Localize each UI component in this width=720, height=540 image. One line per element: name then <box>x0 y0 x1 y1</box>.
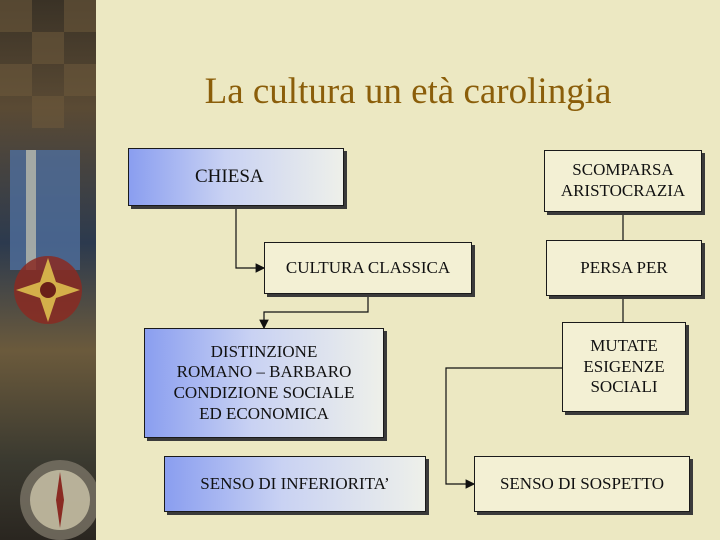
slide-title: La cultura un età carolingia <box>204 71 612 112</box>
box-mutate-esigenze: MUTATE ESIGENZE SOCIALI <box>562 322 686 412</box>
connector-cultura-distinzione <box>259 294 369 330</box>
decorative-medal-image <box>0 0 96 540</box>
box-distinzione: DISTINZIONE ROMANO – BARBARO CONDIZIONE … <box>144 328 384 438</box>
box-scomparsa-aristocrazia: SCOMPARSA ARISTOCRAZIA <box>544 150 702 212</box>
box-persa-per: PERSA PER <box>546 240 702 296</box>
box-cultura-classica: CULTURA CLASSICA <box>264 242 472 294</box>
box-senso-inferiorita: SENSO DI INFERIORITA’ <box>164 456 426 512</box>
box-senso-sospetto: SENSO DI SOSPETTO <box>474 456 690 512</box>
box-chiesa: CHIESA <box>128 148 344 206</box>
connector-chiesa-cultura <box>235 206 266 273</box>
connector-mutate-sospetto <box>445 367 562 489</box>
